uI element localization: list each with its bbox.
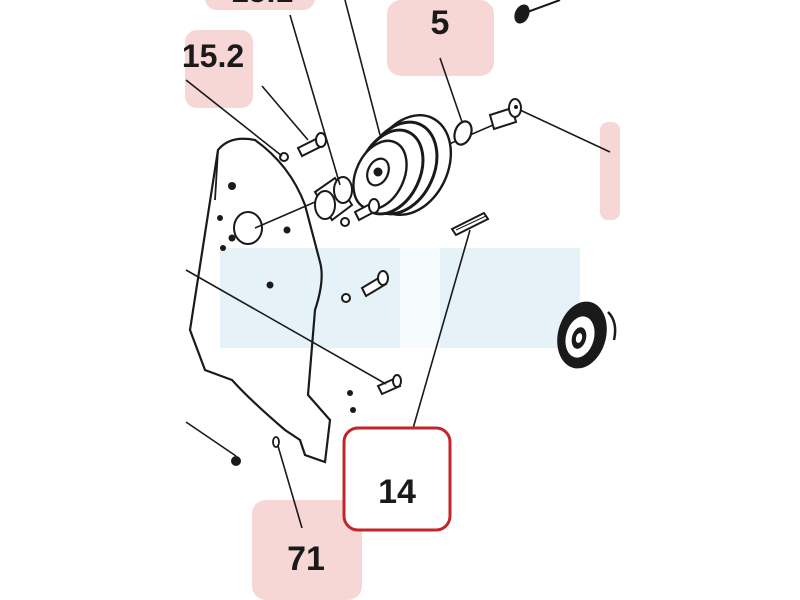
top-right-part: [514, 0, 561, 24]
callout-badge-15-1: [205, 0, 315, 10]
double-groove-pulley: [352, 114, 453, 216]
washer: [453, 120, 473, 146]
washer-small-upper: [279, 152, 289, 162]
plate-holes: [217, 182, 356, 413]
callout-label-15-1: 15.1: [231, 0, 293, 9]
highlight-callout-box: [342, 426, 452, 532]
nut-small: [231, 456, 241, 466]
callout-badge-5: [387, 0, 494, 76]
bolt-upper: [296, 132, 327, 158]
washer-small-lower: [272, 436, 280, 448]
leader-lines: [185, 0, 611, 529]
watermark: [220, 248, 580, 348]
bolt-middle: [353, 198, 380, 222]
left-margin: [0, 0, 185, 600]
pin-bolt: [376, 374, 402, 396]
end-bolt: [488, 98, 522, 131]
callout-badge-right: [600, 122, 620, 220]
spacer-sleeve: [313, 176, 354, 222]
callout-badge-71: [252, 500, 362, 600]
callout-label-71: 71: [287, 540, 325, 578]
callout-label-15-2: 15.2: [182, 38, 244, 74]
callout-label-14: 14: [378, 473, 416, 511]
plate-center-hole: [233, 211, 263, 245]
bolt-lower: [360, 270, 389, 298]
callout-label-5: 5: [431, 4, 450, 42]
side-plate: [188, 137, 332, 464]
key-pin: [450, 211, 490, 237]
bearing: [557, 301, 617, 369]
callout-badge-15-2: [185, 30, 253, 108]
